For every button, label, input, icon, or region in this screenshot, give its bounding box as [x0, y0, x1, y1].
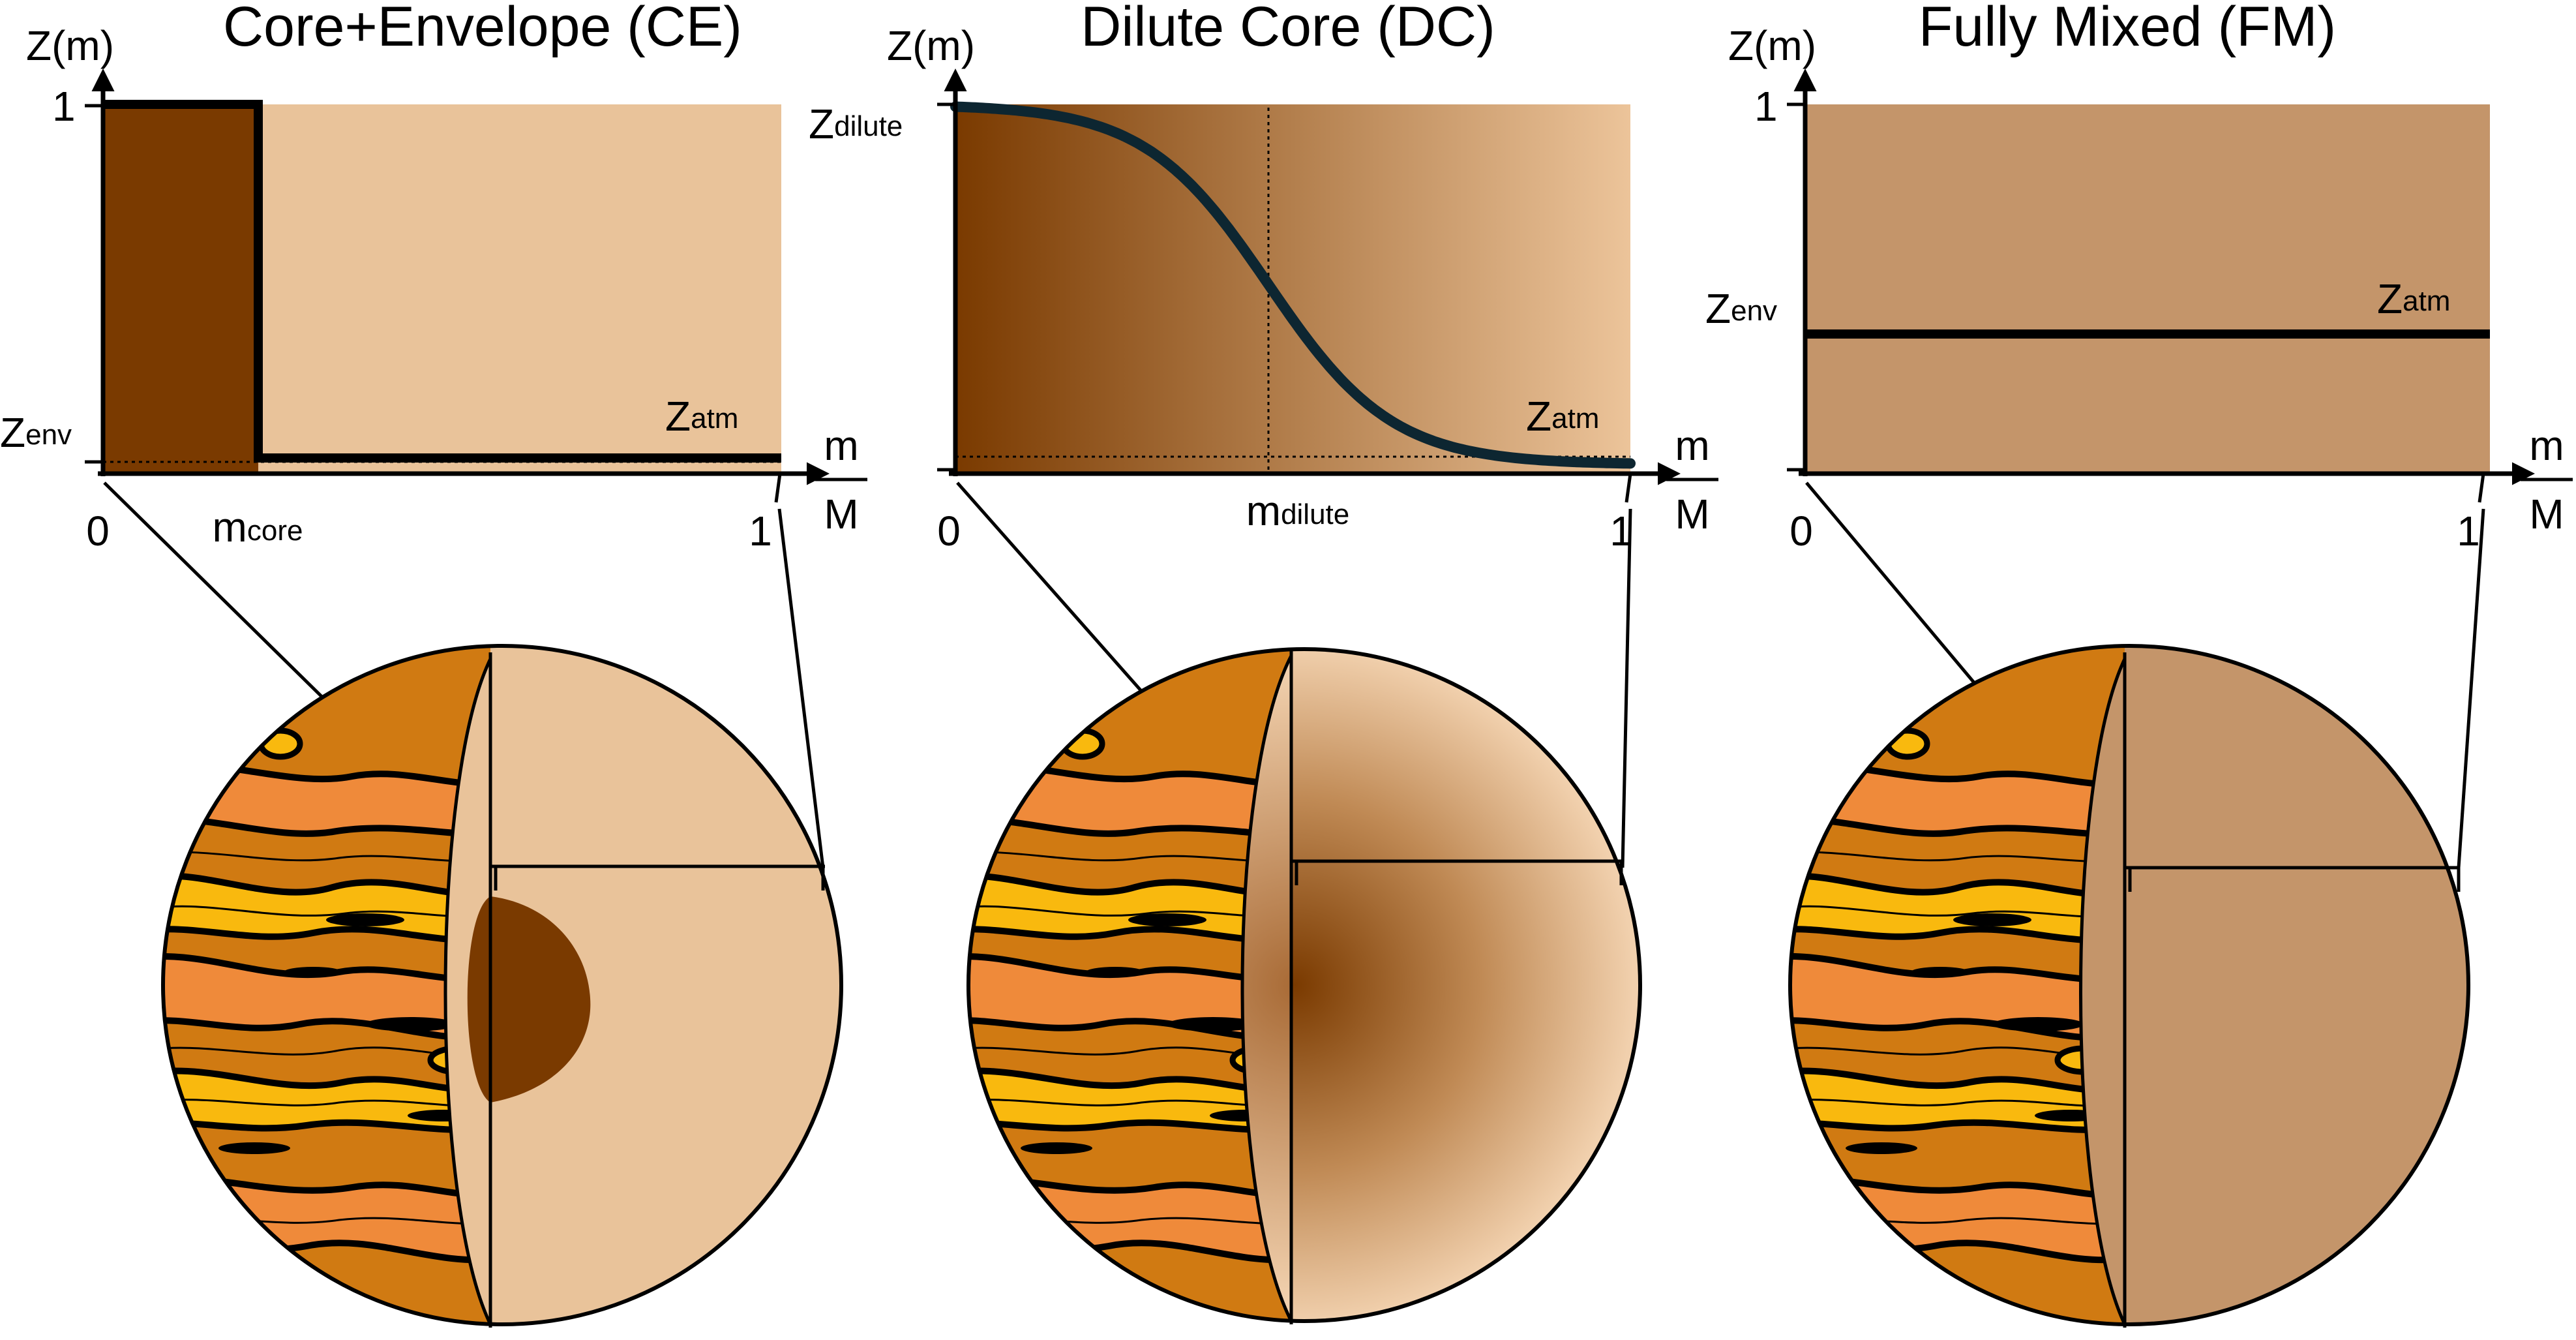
x-tick-0: 0: [86, 508, 110, 555]
z-env-label: Zenv: [0, 409, 72, 456]
panel-title: Fully Mixed (FM): [1919, 0, 2336, 58]
metallicity-profile: [950, 101, 1636, 469]
x-axis-numerator: m: [824, 422, 858, 469]
mixed-region: [1805, 104, 2490, 473]
zoom-line-right: [2457, 508, 2485, 868]
panel-dilute-core: Dilute Core (DC) Z(m) Zdilute Zatm 0 1 m…: [809, 0, 1718, 1324]
panel-fully-mixed: Fully Mixed (FM) Z(m) 1 Zenv Zatm 0 1 m …: [1705, 0, 2573, 1328]
x-axis-numerator: m: [2529, 422, 2564, 469]
m-dilute-label: mdilute: [1246, 487, 1350, 534]
planet-cutaway-dc: [966, 647, 1642, 1324]
x-axis-denominator: M: [824, 491, 858, 538]
y-axis-label: Z(m): [1728, 22, 1816, 69]
x-tick: [774, 473, 782, 503]
core-region: [103, 104, 258, 473]
x-tick-1: 1: [2457, 508, 2480, 555]
m-core-label: mcore: [213, 504, 303, 551]
y-axis-label: Z(m): [887, 22, 975, 69]
z-atm-label: Zatm: [2377, 275, 2450, 322]
core-region: [467, 896, 591, 1103]
y-axis-label: Z(m): [26, 22, 114, 69]
y-tick-label: 1: [1754, 83, 1778, 130]
gradient-region: [955, 104, 1630, 473]
panel-title: Core+Envelope (CE): [223, 0, 742, 58]
panel-title: Dilute Core (DC): [1081, 0, 1495, 58]
x-tick: [2478, 473, 2485, 503]
x-tick-0: 0: [937, 508, 961, 555]
x-axis-denominator: M: [2529, 491, 2564, 538]
z-env-label: Zenv: [1705, 285, 1777, 332]
x-tick-1: 1: [749, 508, 772, 555]
z-atm-label: Zatm: [1526, 393, 1599, 440]
planet-cutaway-fm: [1788, 644, 2470, 1328]
x-axis-numerator: m: [1675, 422, 1709, 469]
zoom-line-right: [777, 508, 825, 868]
x-tick-0: 0: [1790, 508, 1813, 555]
panel-core-envelope: Core+Envelope (CE) Z(m) 1 Zenv Zatm 0 1 …: [0, 0, 867, 1328]
y-tick-label: 1: [52, 83, 76, 130]
x-tick: [1625, 473, 1632, 503]
zoom-line-right: [1621, 508, 1632, 868]
z-atm-label: Zatm: [665, 393, 738, 440]
planet-cutaway-ce: [161, 644, 843, 1328]
metallicity-profile: [103, 100, 781, 463]
x-axis-denominator: M: [1675, 491, 1709, 538]
z-dilute-label: Zdilute: [809, 100, 903, 147]
